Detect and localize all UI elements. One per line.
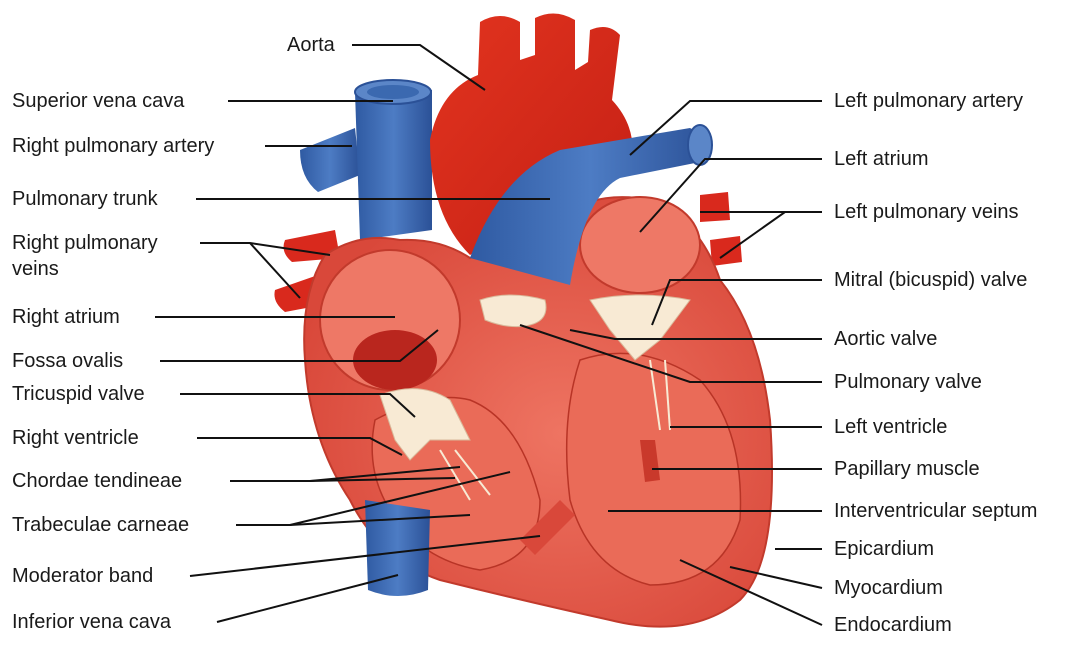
- papillary-muscle-shape: [640, 440, 660, 482]
- label-superior-vena-cava: Superior vena cava: [12, 90, 185, 112]
- label-mitral-valve: Mitral (bicuspid) valve: [834, 269, 1028, 291]
- chordae-strands: [439, 359, 671, 501]
- label-inferior-vena-cava: Inferior vena cava: [12, 611, 171, 633]
- inferior-vena-cava-vessel: [365, 500, 430, 596]
- label-right-pulmonary-veins-line2: veins: [12, 258, 59, 280]
- label-moderator-band: Moderator band: [12, 565, 154, 587]
- label-chordae-tendineae: Chordae tendineae: [12, 470, 183, 492]
- pulmonary-trunk-vessel: [470, 128, 711, 285]
- left-atrium-chamber: [579, 196, 701, 294]
- label-myocardium: Myocardium: [834, 577, 943, 599]
- label-left-ventricle: Left ventricle: [834, 416, 948, 438]
- label-endocardium: Endocardium: [834, 614, 952, 636]
- label-pulmonary-trunk: Pulmonary trunk: [12, 188, 158, 210]
- superior-vena-cava-vessel: [355, 84, 432, 240]
- right-pulmonary-artery-vessel: [300, 128, 360, 192]
- label-right-ventricle: Right ventricle: [12, 427, 139, 449]
- left-pulmonary-veins-vessel: [700, 192, 742, 266]
- leader-lines: [155, 44, 823, 626]
- label-fossa-ovalis: Fossa ovalis: [12, 350, 124, 372]
- label-left-pulmonary-veins: Left pulmonary veins: [834, 201, 1019, 223]
- label-tricuspid-valve: Tricuspid valve: [12, 383, 145, 405]
- label-right-pulmonary-veins-line1: Right pulmonary: [12, 232, 158, 254]
- label-aorta: Aorta: [287, 34, 335, 56]
- label-left-atrium: Left atrium: [834, 148, 929, 170]
- label-pulmonary-valve: Pulmonary valve: [834, 371, 982, 393]
- label-right-pulmonary-artery: Right pulmonary artery: [12, 135, 215, 157]
- label-right-atrium: Right atrium: [12, 306, 120, 328]
- label-interventricular-septum: Interventricular septum: [834, 500, 1038, 522]
- label-left-pulmonary-artery: Left pulmonary artery: [834, 90, 1023, 112]
- right-pulmonary-veins-vessel: [274, 230, 340, 312]
- aortic-pulmonary-valves-shape: [479, 294, 547, 328]
- label-epicardium: Epicardium: [834, 538, 935, 560]
- label-papillary-muscle: Papillary muscle: [834, 458, 980, 480]
- mitral-valve-shape: [589, 294, 691, 361]
- label-trabeculae-carneae: Trabeculae carneae: [12, 514, 190, 536]
- label-aortic-valve: Aortic valve: [834, 328, 938, 350]
- moderator-band-shape: [520, 500, 575, 555]
